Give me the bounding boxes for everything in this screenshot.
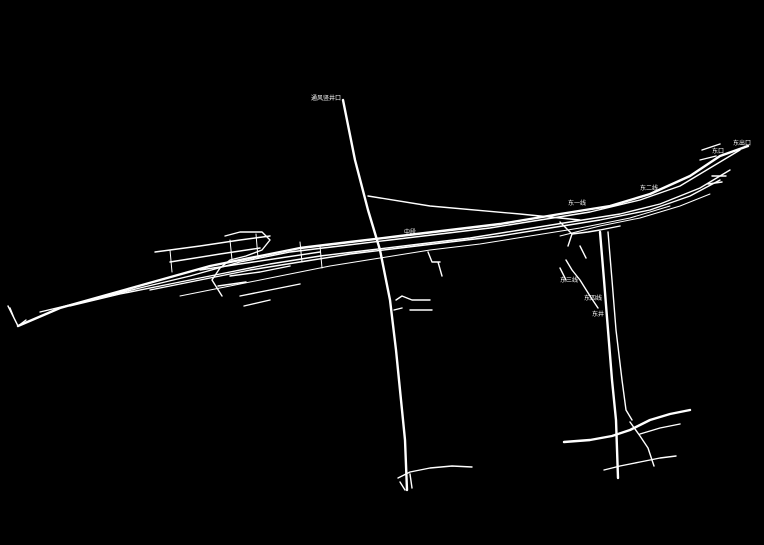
label-east-end: 东出口 xyxy=(733,139,751,147)
diagram-labels: 通风竖井口 东出口 东口 东一线 东二线 东三线 东四线 东井 中段 xyxy=(311,94,751,318)
label-cross: 东一线 xyxy=(568,199,586,207)
label-south-1: 东三线 xyxy=(560,276,578,284)
shaft-bottom-stub xyxy=(399,473,413,491)
middle-branches xyxy=(393,251,443,311)
main-roadway-3 xyxy=(69,169,731,307)
main-roadway-1 xyxy=(16,144,750,328)
label-shaft-top: 通风竖井口 xyxy=(311,94,341,102)
south-bottom-structure-2 xyxy=(603,421,681,471)
south-bottom-structure xyxy=(562,408,692,444)
west-cluster-lines xyxy=(154,231,321,307)
diagonal-connector-line xyxy=(367,195,581,221)
west-end-stub xyxy=(7,305,27,327)
roadway-lines xyxy=(7,98,750,492)
south-branch-line-b xyxy=(607,231,633,421)
label-south-2: 东四线 xyxy=(584,294,602,302)
main-shaft-line xyxy=(341,98,409,492)
label-south-3: 东井 xyxy=(592,310,604,318)
label-east-end-2: 东口 xyxy=(712,147,724,155)
west-cluster-vertical xyxy=(169,233,323,273)
south-branch-line-a xyxy=(598,230,620,480)
main-roadway-5 xyxy=(179,205,671,297)
east-cluster-lines xyxy=(559,143,727,309)
main-roadway-6 xyxy=(559,193,711,237)
main-roadway-4 xyxy=(149,179,721,291)
main-roadway-2 xyxy=(39,149,741,313)
label-branch: 东二线 xyxy=(640,184,658,192)
shaft-bottom-branch xyxy=(397,465,473,479)
label-mid: 中段 xyxy=(404,228,416,236)
